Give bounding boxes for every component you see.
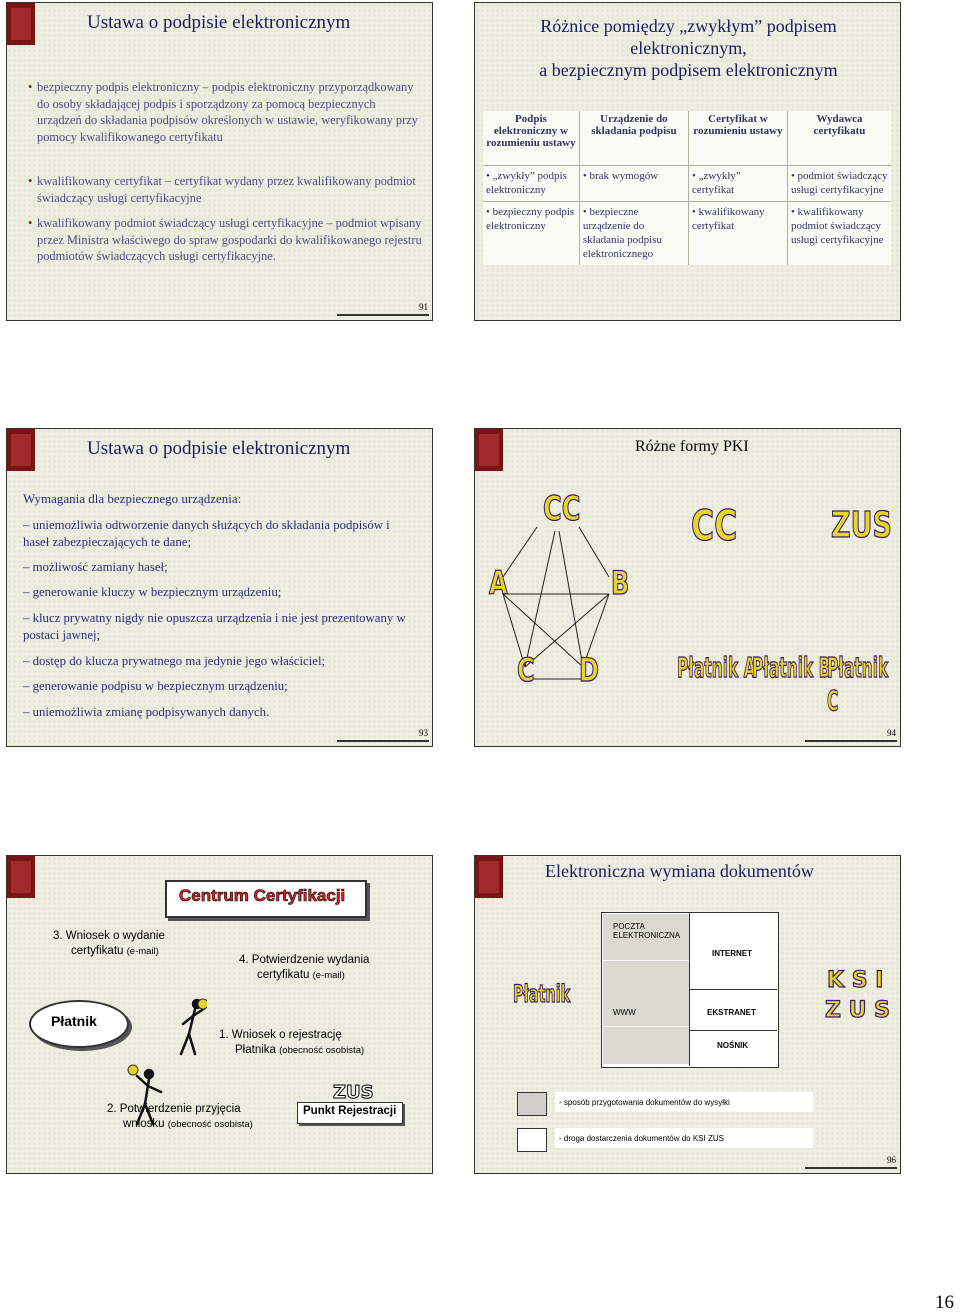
step-3-label: 3. Wniosek o wydanie certyfikatu (e-mail… <box>53 930 165 957</box>
zus-logo: ZUS <box>333 1082 375 1104</box>
list-item: – generowanie podpisu w bezpiecznym urzą… <box>23 679 288 693</box>
step-2-label: 2. Potwierdzenie przyjęcia wniosku (obec… <box>107 1103 253 1130</box>
www-label: WWW <box>613 1008 636 1017</box>
centrum-banner <box>165 880 367 918</box>
slide-title: Różnice pomiędzy „zwykłym” podpisem elek… <box>475 15 900 81</box>
table-cell: brak wymogów <box>579 165 690 202</box>
list-item: – klucz prywatny nigdy nie opuszcza urzą… <box>23 611 406 642</box>
comparison-table: Podpis elektroniczny w rozumieniu ustawy… <box>483 111 891 265</box>
cc-logo: CC <box>691 500 738 550</box>
table-header: Wydawca certyfikatu <box>813 113 866 137</box>
table-header: Podpis elektroniczny w rozumieniu ustawy <box>483 111 580 166</box>
slide-92: Różnice pomiędzy „zwykłym” podpisem elek… <box>474 2 901 321</box>
slide-title: Elektroniczna wymiana dokumentów <box>545 861 814 881</box>
node-a: A <box>489 563 509 602</box>
table-header-row: Podpis elektroniczny w rozumieniu ustawy… <box>483 111 891 166</box>
bullet-item: kwalifikowany podmiot świadczący usługi … <box>28 215 422 265</box>
table-header: Certyfikat w rozumieniu ustawy <box>688 111 788 166</box>
table-cell: kwalifikowany certyfikat <box>688 201 788 265</box>
slide-title: Ustawa o podpisie elektronicznym <box>87 438 351 459</box>
slide-title: Różne formy PKI <box>635 438 749 455</box>
table-row: bezpieczny podpis elektroniczny bezpiecz… <box>483 201 891 265</box>
slide-tab <box>475 856 503 898</box>
page-number: 91 <box>419 302 428 312</box>
list-item: – możliwość zamiany haseł; <box>23 560 168 574</box>
step-4-label: 4. Potwierdzenie wydania certyfikatu (e-… <box>239 954 370 981</box>
platnik-label: Płatnik A <box>677 650 756 684</box>
list-item: – dostęp do klucza prywatnego ma jedynie… <box>23 654 326 668</box>
page-number: 16 <box>935 1292 954 1313</box>
slide-96: Elektroniczna wymiana dokumentów POCZTA … <box>474 855 901 1174</box>
page-number: 94 <box>887 728 896 738</box>
slide-93: Ustawa o podpisie elektronicznym Wymagan… <box>6 428 433 747</box>
title-line: elektronicznym, <box>630 38 747 58</box>
legend-text: - sposób przygotowania dokumentów do wys… <box>559 1098 730 1107</box>
poczta-label: POCZTA ELEKTRONICZNA <box>613 922 681 940</box>
list-item: – uniemożliwia zmianę podpisywanych dany… <box>23 705 270 719</box>
slide-tab <box>7 429 35 471</box>
table-row: „zwykły” podpis elektroniczny brak wymog… <box>483 165 891 202</box>
legend-swatch-white <box>517 1128 547 1152</box>
ekstranet-label: EKSTRANET <box>707 1008 756 1017</box>
internet-label: INTERNET <box>712 949 752 958</box>
platnik-oval <box>29 1000 129 1048</box>
punkt-rejestracji-box <box>297 1102 403 1124</box>
bullet-item: kwalifikowany certyfikat – certyfikat wy… <box>28 173 422 206</box>
platnik-label: Płatnik B <box>752 650 831 684</box>
platnik-label: Płatnik <box>51 1013 97 1029</box>
pki-mesh-diagram <box>502 526 610 680</box>
slide-tab <box>7 856 35 898</box>
slide-title: Ustawa o podpisie elektronicznym <box>87 12 351 33</box>
figures-icon <box>127 998 207 1126</box>
legend-text: - droga dostarczenia dokumentów do KSI Z… <box>559 1134 724 1143</box>
slide-tab <box>7 3 35 45</box>
step-1-label: 1. Wniosek o rejestrację Płatnika (obecn… <box>219 1029 365 1056</box>
punkt-label: Punkt Rejestracji <box>303 1105 397 1117</box>
table-cell: bezpieczne urządzenie do składania podpi… <box>579 201 690 265</box>
slide-tab <box>475 429 503 471</box>
page-number: 93 <box>419 728 428 738</box>
table-cell: bezpieczny podpis elektroniczny <box>483 201 580 265</box>
node-c: C <box>517 650 536 689</box>
table-cell: podmiot świadczący usługi certyfikacyjne <box>787 165 891 202</box>
platnik-label: Płatnik C <box>827 650 889 717</box>
title-line: a bezpiecznym podpisem elektronicznym <box>539 60 838 80</box>
table-cell: kwalifikowany podmiot świadczący usługi … <box>787 201 891 265</box>
page-number: 96 <box>887 1155 896 1165</box>
table-cell: „zwykły” certyfikat <box>688 165 788 202</box>
zus-logo: ZUS <box>831 504 893 546</box>
list-item: – uniemożliwia odtworzenie danych służąc… <box>23 518 390 549</box>
intro-text: Wymagania dla bezpiecznego urządzenia: <box>23 491 242 506</box>
node-b: B <box>611 563 630 602</box>
ksi-logo: K S I <box>826 967 884 993</box>
list-item: – generowanie kluczy w bezpiecznym urząd… <box>23 585 282 599</box>
legend-swatch-grey <box>517 1092 547 1116</box>
cc-logo: CC <box>543 488 581 529</box>
platnik-logo: Płatnik <box>513 979 571 1008</box>
title-line: Różnice pomiędzy „zwykłym” podpisem <box>540 16 837 36</box>
slide-94: Różne formy PKI CC A B C D CC ZUS Płatni… <box>474 428 901 747</box>
bullet-item: bezpieczny podpis elektroniczny – podpis… <box>28 79 422 145</box>
banner-text: Centrum Certyfikacji <box>179 886 346 906</box>
slide-95: Centrum Certyfikacji 3. Wniosek o wydani… <box>6 855 433 1174</box>
table-cell: „zwykły” podpis elektroniczny <box>483 165 580 202</box>
table-header: Urządzenie do składania podpisu <box>579 111 690 166</box>
nosnik-label: NOŚNIK <box>717 1041 749 1050</box>
slide-91: Ustawa o podpisie elektronicznym bezpiec… <box>6 2 433 321</box>
node-d: D <box>579 650 600 689</box>
zus-logo: Z U S <box>824 997 890 1023</box>
